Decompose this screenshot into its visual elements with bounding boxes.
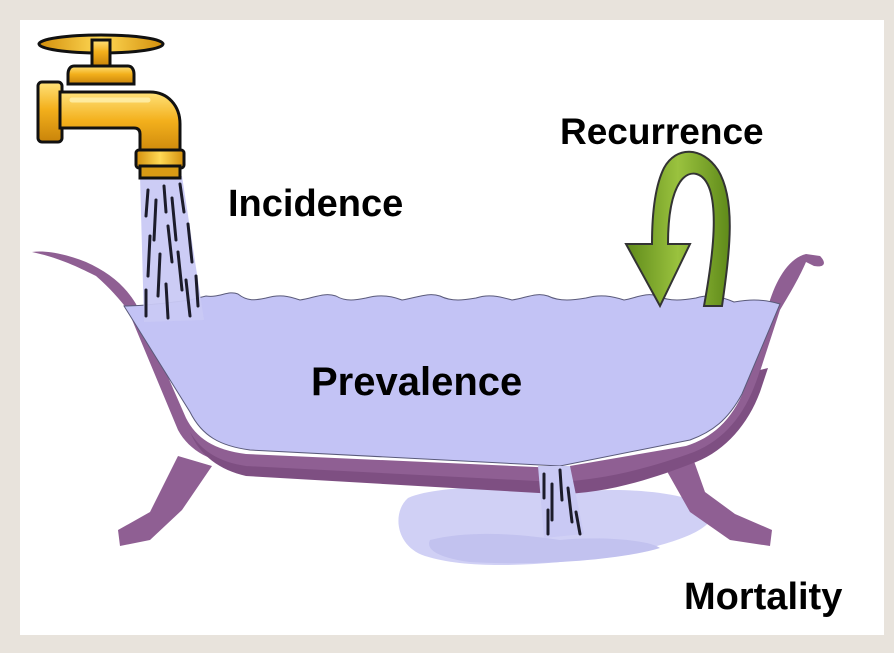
- prevalence-label: Prevalence: [311, 362, 522, 402]
- water-stream-icon: [140, 176, 204, 322]
- recurrence-label: Recurrence: [560, 113, 764, 150]
- faucet-icon: [38, 35, 184, 178]
- mortality-label: Mortality: [684, 578, 842, 616]
- incidence-label: Incidence: [228, 185, 403, 223]
- curved-arrow-icon: [626, 152, 730, 306]
